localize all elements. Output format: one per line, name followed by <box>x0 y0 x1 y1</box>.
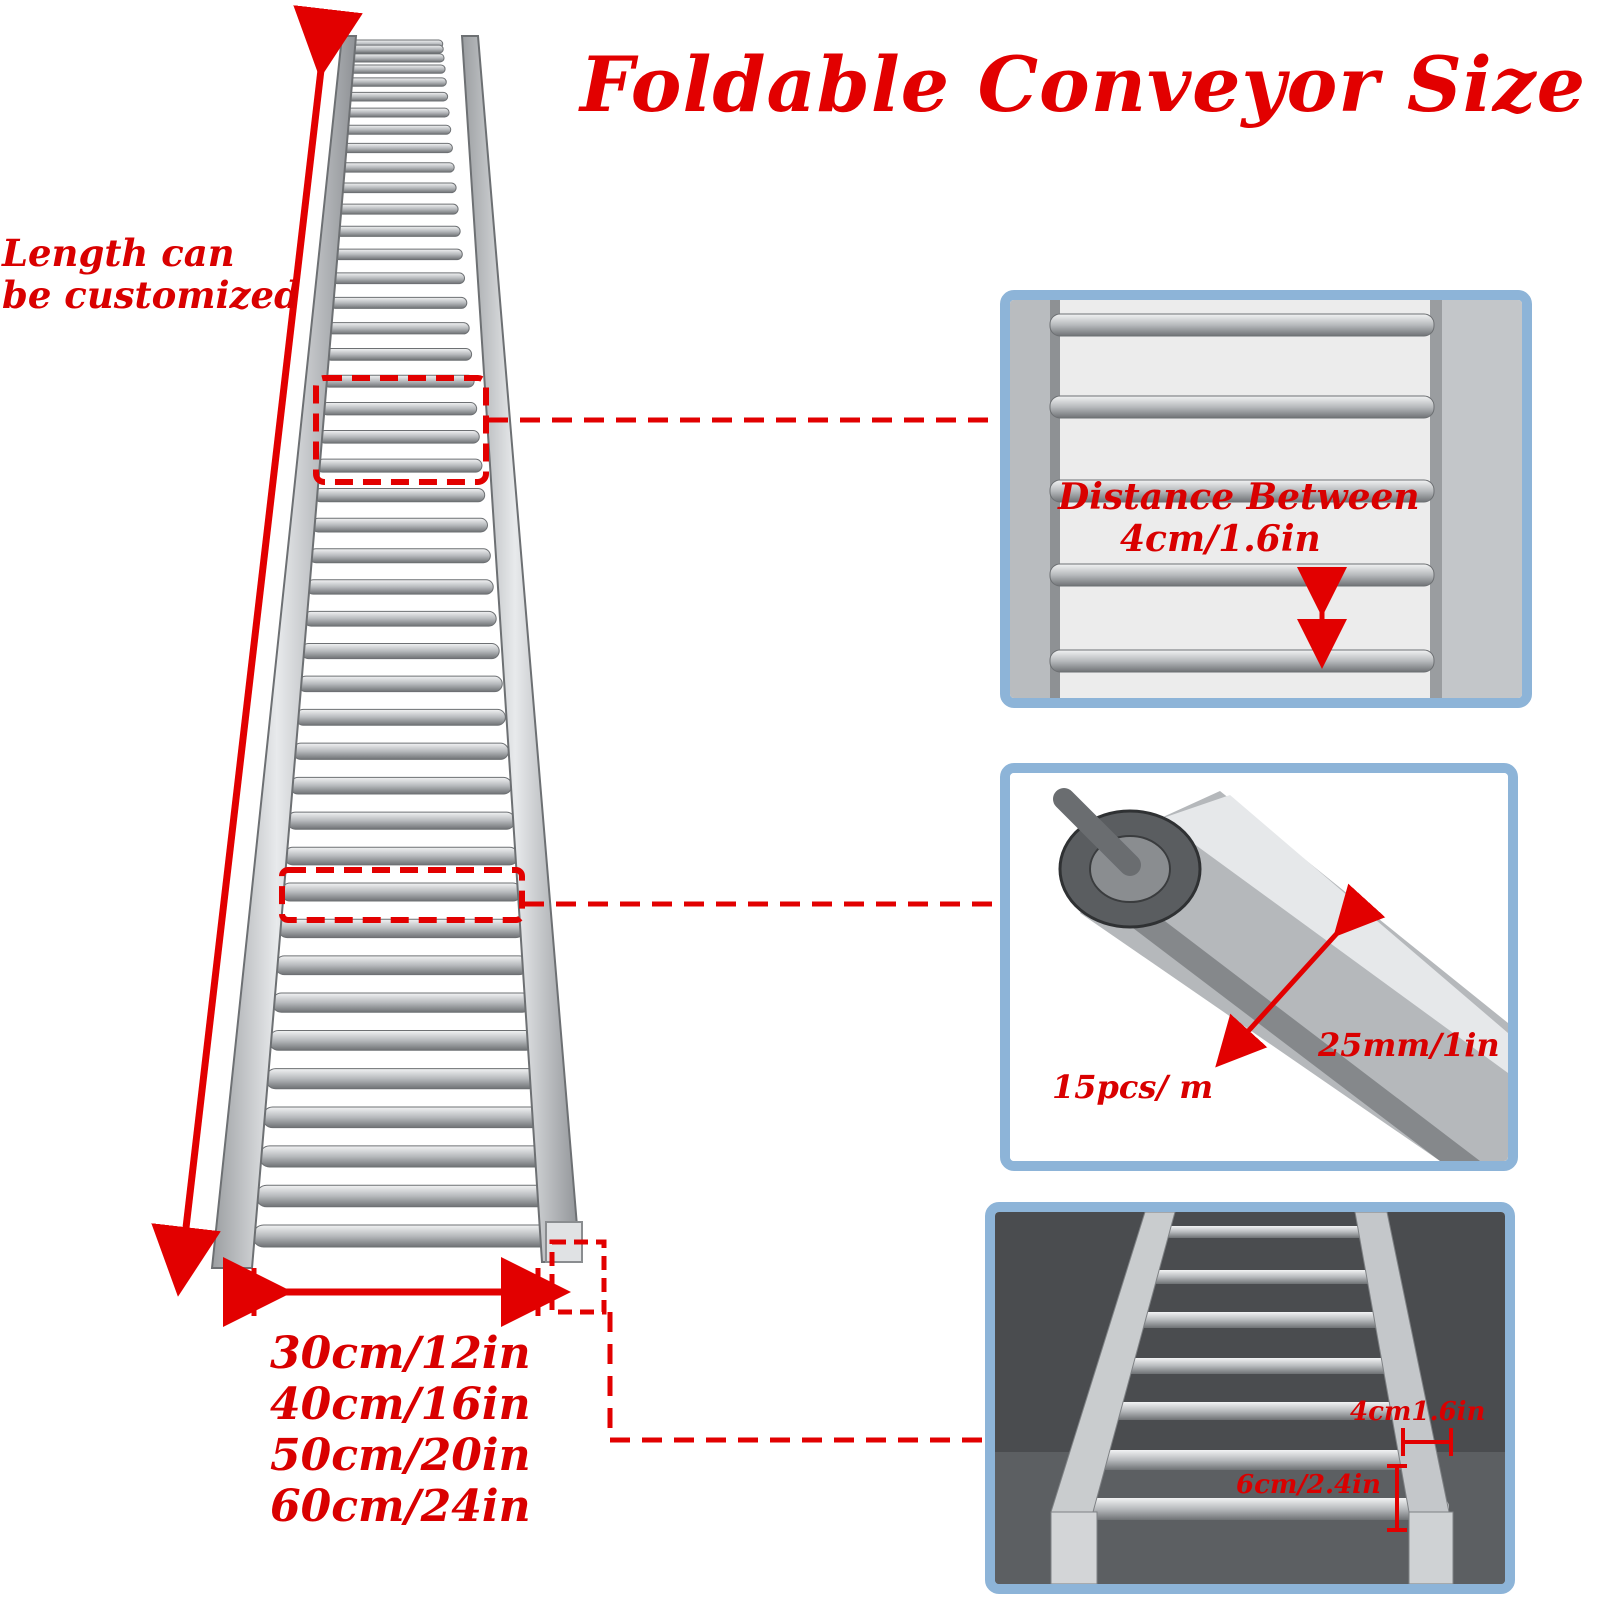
width-option: 30cm/12in <box>270 1328 531 1379</box>
conveyor-roller <box>340 162 455 173</box>
conveyor-roller <box>335 225 461 237</box>
conveyor-roller <box>261 1106 544 1129</box>
width-options: 30cm/12in 40cm/16in 50cm/20in 60cm/24in <box>270 1328 531 1532</box>
conveyor-roller <box>289 776 513 795</box>
conveyor-roller <box>313 487 486 503</box>
conveyor-roller <box>338 182 457 194</box>
length-note: Length can be customized <box>2 232 300 316</box>
conveyor-roller <box>265 1068 540 1090</box>
conveyor-roller <box>268 1030 536 1051</box>
roller-spacing-label: Distance Between <box>1058 476 1420 518</box>
conveyor-roller <box>327 322 470 335</box>
panel3-rollers <box>1073 1226 1449 1520</box>
conveyor-roller <box>343 124 452 135</box>
conveyor-roller <box>295 708 506 726</box>
conveyor-roller <box>300 642 500 660</box>
conveyor-roller <box>349 53 445 63</box>
roller-shaft <box>1053 788 1141 876</box>
frame-width-label: 4cm1.6in <box>1350 1397 1486 1427</box>
detail-panel-roller-spacing <box>1000 290 1532 708</box>
conveyor-roller <box>348 64 446 74</box>
conveyor-roller <box>305 579 494 595</box>
length-note-line: Length can <box>2 231 235 275</box>
conveyor-roller <box>325 348 473 361</box>
conveyor-roller <box>350 44 444 54</box>
conveyor-roller <box>329 296 468 309</box>
page-title: Foldable Conveyor Size <box>580 40 1587 129</box>
conveyor-roller <box>308 548 491 564</box>
conveyor-roller <box>271 992 533 1013</box>
length-note-line: be customized <box>2 273 300 317</box>
conveyor-roller <box>255 1184 551 1208</box>
roller-diameter-label: 25mm/1in <box>1318 1026 1500 1064</box>
roller-density-label: 15pcs/ m <box>1052 1068 1214 1106</box>
frame-height-label: 6cm/2.4in <box>1236 1470 1381 1500</box>
detail-panel-frame <box>985 1202 1515 1594</box>
length-arrow <box>151 5 363 1297</box>
width-option: 50cm/20in <box>270 1430 531 1481</box>
conveyor-roller <box>292 742 510 760</box>
roller-spacing-photo <box>1010 300 1522 698</box>
conveyor-roller <box>311 517 488 533</box>
conveyor-roller <box>274 955 529 976</box>
conveyor-roller <box>315 458 483 473</box>
frame-photo <box>995 1212 1505 1584</box>
conveyor-roller <box>258 1145 547 1168</box>
conveyor-roller <box>303 610 497 627</box>
conveyor-roller <box>318 430 480 444</box>
conveyor-roller <box>297 675 503 693</box>
leader-line-frame <box>607 1312 985 1443</box>
conveyor-roller <box>347 77 447 87</box>
conveyor-roller <box>331 272 466 285</box>
detail-panel-roller <box>1000 763 1518 1171</box>
callout-box-spacing <box>313 375 489 485</box>
conveyor-roller <box>342 142 453 154</box>
callout-box-roller <box>279 867 525 923</box>
conveyor-roller <box>283 846 519 866</box>
conveyor-roller <box>333 248 463 261</box>
conveyor-roller <box>337 203 459 215</box>
conveyor-roller <box>252 1224 555 1248</box>
callout-box-frame <box>549 1239 607 1315</box>
conveyor-roller <box>286 811 516 830</box>
diameter-arrow <box>1215 883 1386 1068</box>
conveyor-roller <box>346 91 449 102</box>
width-option: 40cm/16in <box>270 1379 531 1430</box>
width-option: 60cm/24in <box>270 1481 531 1532</box>
roller-spacing-value: 4cm/1.6in <box>1120 518 1321 560</box>
conveyor-roller <box>345 107 450 118</box>
roller-photo <box>1010 773 1508 1161</box>
conveyor-roller <box>320 402 478 416</box>
conveyor-roller <box>280 882 523 902</box>
